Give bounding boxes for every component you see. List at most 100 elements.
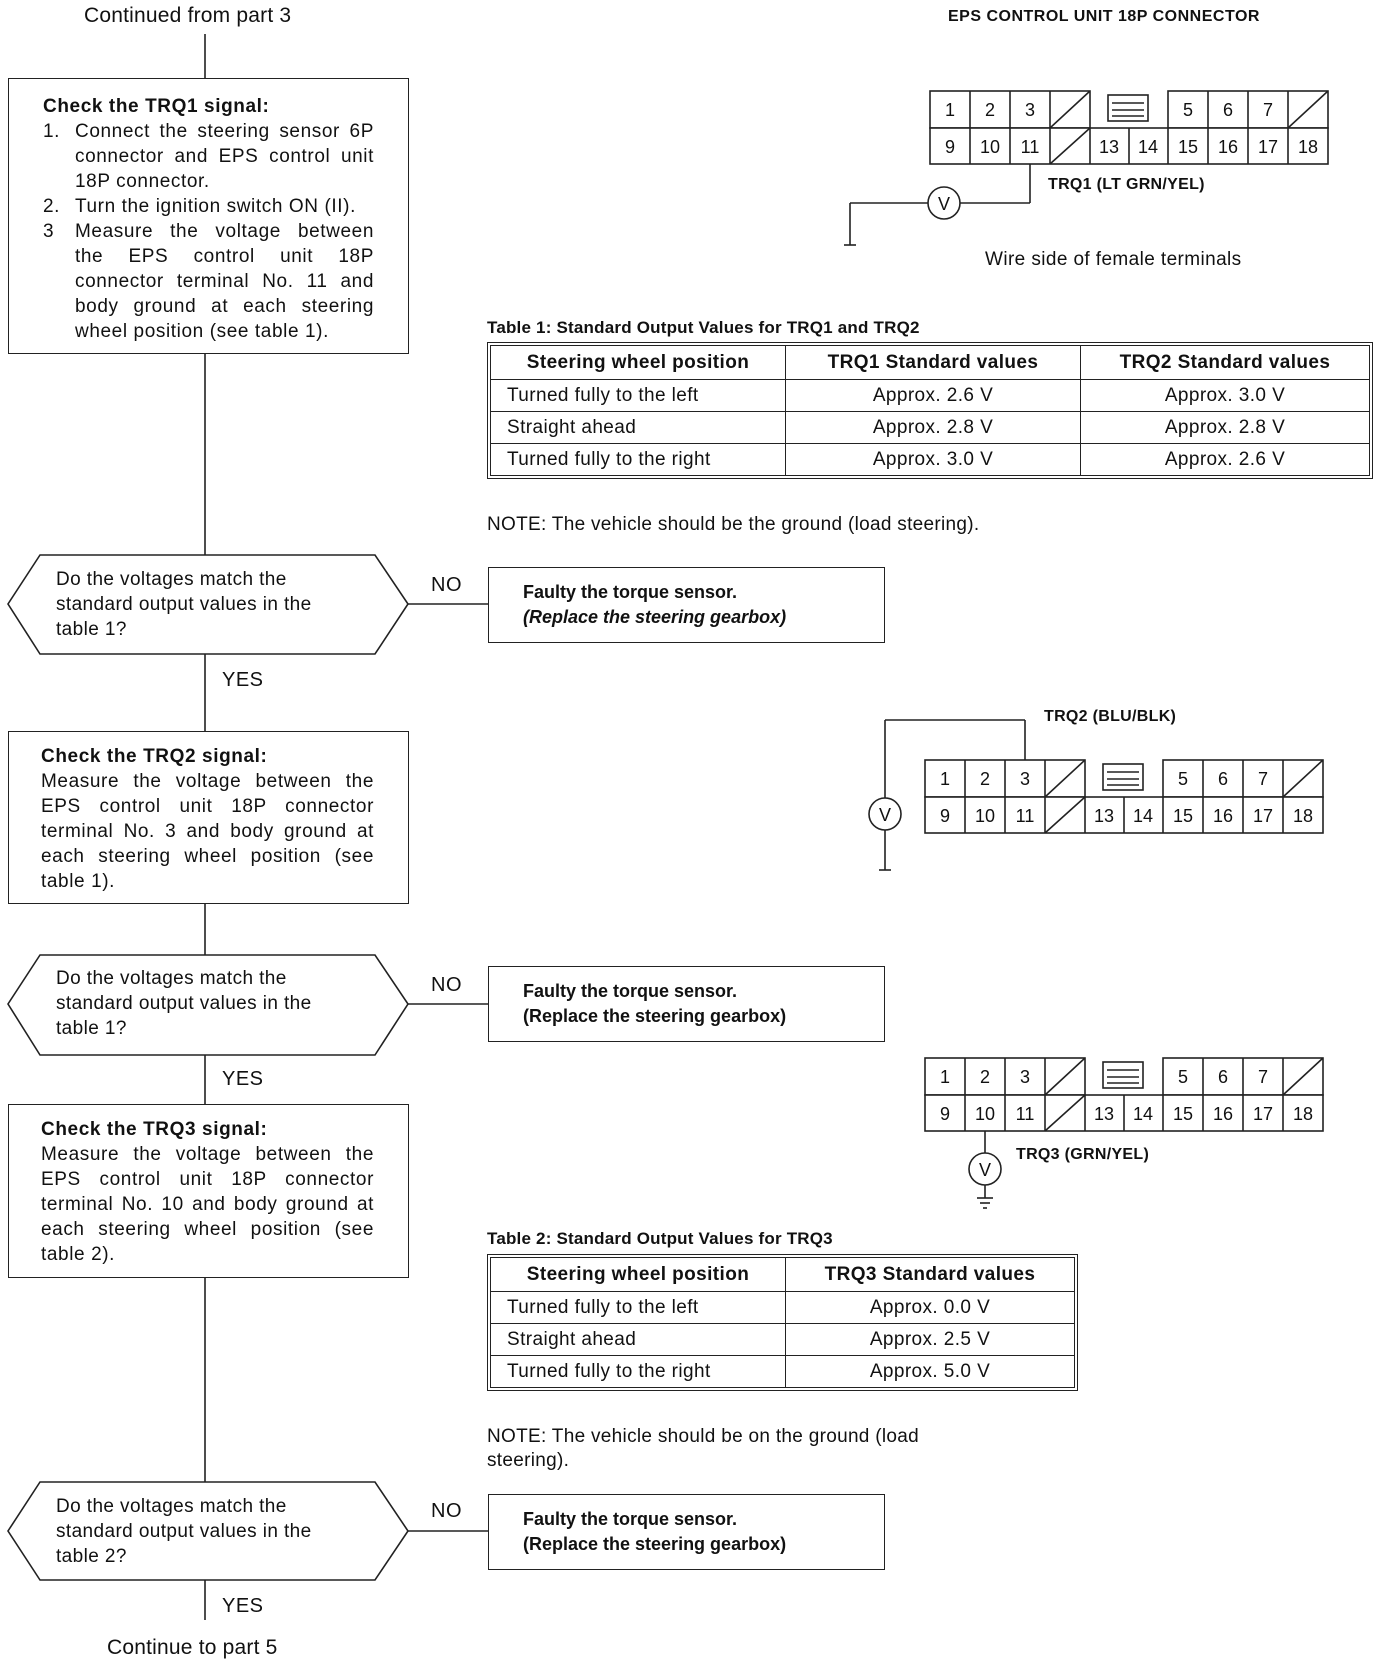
decision-3-shape [7, 1481, 409, 1581]
table2: Steering wheel position TRQ3 Standard va… [487, 1254, 1078, 1391]
svg-text:17: 17 [1253, 1104, 1273, 1124]
table-cell: Approx. 3.0 V [785, 443, 1081, 476]
svg-text:1: 1 [940, 769, 950, 789]
table-row: Turned fully to the right Approx. 5.0 V [490, 1355, 1075, 1388]
fault-action: (Replace the steering gearbox) [523, 607, 787, 627]
svg-text:14: 14 [1133, 1104, 1153, 1124]
step-text: Turn the ignition switch ON (II). [75, 196, 356, 217]
svg-text:9: 9 [945, 137, 955, 157]
trq1-wire-label: TRQ1 (LT GRN/YEL) [1048, 176, 1205, 193]
decision-3-no: NO [431, 1500, 462, 1522]
table1: Steering wheel position TRQ1 Standard va… [487, 342, 1373, 479]
connector-title: EPS CONTROL UNIT 18P CONNECTOR [948, 8, 1260, 25]
svg-text:11: 11 [1016, 1104, 1035, 1124]
fault-box-1: Faulty the torque sensor. (Replace the s… [488, 567, 885, 643]
svg-text:2: 2 [985, 100, 995, 120]
table-header-cell: TRQ1 Standard values [785, 345, 1081, 380]
decision-2-shape [7, 954, 409, 1056]
svg-text:14: 14 [1138, 137, 1158, 157]
table-cell: Straight ahead [490, 411, 786, 444]
check-trq3-box: Check the TRQ3 signal: Measure the volta… [8, 1104, 409, 1278]
table-cell: Approx. 2.5 V [785, 1323, 1075, 1356]
check-trq2-text: Measure the voltage between the EPS cont… [41, 771, 374, 892]
decision-3-yes: YES [222, 1595, 264, 1617]
wire-side-label: Wire side of female terminals [985, 249, 1242, 270]
trq2-wire-label: TRQ2 (BLU/BLK) [1044, 708, 1177, 725]
step-item: 1.Connect the steering sensor 6P connect… [43, 119, 374, 194]
check-trq1-box: Check the TRQ1 signal: 1.Connect the ste… [8, 78, 409, 354]
fault-action: (Replace the steering gearbox) [523, 1534, 787, 1554]
table-row: Turned fully to the right Approx. 3.0 V … [490, 443, 1370, 476]
fault-box-2: Faulty the torque sensor. (Replace the s… [488, 966, 885, 1042]
svg-text:6: 6 [1223, 100, 1233, 120]
table2-note: NOTE: The vehicle should be on the groun… [487, 1426, 920, 1471]
svg-text:14: 14 [1133, 806, 1153, 826]
table-row: Straight ahead Approx. 2.5 V [490, 1323, 1075, 1356]
table-cell: Turned fully to the left [490, 1291, 786, 1324]
check-trq3-title: Check the TRQ3 signal: [41, 1119, 268, 1140]
table-header-cell: Steering wheel position [490, 1257, 786, 1292]
svg-text:16: 16 [1213, 1104, 1233, 1124]
fault-line: Faulty the torque sensor. [523, 981, 738, 1001]
table-header-row: Steering wheel position TRQ3 Standard va… [490, 1257, 1075, 1292]
svg-text:15: 15 [1173, 806, 1193, 826]
table-row: Straight ahead Approx. 2.8 V Approx. 2.8… [490, 411, 1370, 444]
svg-text:7: 7 [1258, 1067, 1268, 1087]
svg-text:18: 18 [1298, 137, 1318, 157]
svg-text:13: 13 [1094, 806, 1114, 826]
table-cell: Approx. 2.6 V [785, 379, 1081, 412]
svg-text:16: 16 [1213, 806, 1233, 826]
check-trq2-title: Check the TRQ2 signal: [41, 746, 268, 767]
svg-text:5: 5 [1178, 769, 1188, 789]
table-cell: Approx. 0.0 V [785, 1291, 1075, 1324]
svg-text:16: 16 [1218, 137, 1238, 157]
decision-2-text: Do the voltages match the standard outpu… [56, 968, 312, 1039]
voltmeter-label: V [938, 194, 950, 214]
decision-2-yes: YES [222, 1068, 264, 1090]
decision-3-text: Do the voltages match the standard outpu… [56, 1496, 312, 1567]
svg-text:3: 3 [1025, 100, 1035, 120]
decision-1-text: Do the voltages match the standard outpu… [56, 569, 312, 640]
table1-caption: Table 1: Standard Output Values for TRQ1… [487, 318, 920, 337]
table-row: Turned fully to the left Approx. 0.0 V [490, 1291, 1075, 1324]
decision-2-no: NO [431, 974, 462, 996]
svg-text:5: 5 [1183, 100, 1193, 120]
svg-text:1: 1 [940, 1067, 950, 1087]
table-cell: Approx. 3.0 V [1080, 379, 1370, 412]
table-header-cell: TRQ2 Standard values [1080, 345, 1370, 380]
step-number: 2. [43, 196, 61, 217]
step-number: 1. [43, 121, 61, 142]
svg-text:18: 18 [1293, 1104, 1313, 1124]
svg-text:15: 15 [1173, 1104, 1193, 1124]
check-trq1-title: Check the TRQ1 signal: [43, 96, 270, 117]
svg-text:11: 11 [1016, 806, 1035, 826]
decision-1-no: NO [431, 574, 462, 596]
step-number: 3 [43, 221, 55, 242]
svg-text:17: 17 [1253, 806, 1273, 826]
table-cell: Approx. 2.8 V [1080, 411, 1370, 444]
check-trq2-box: Check the TRQ2 signal: Measure the volta… [8, 731, 409, 904]
table1-note: NOTE: The vehicle should be the ground (… [487, 514, 980, 535]
svg-text:10: 10 [975, 1104, 995, 1124]
continued-from-label: Continued from part 3 [84, 4, 292, 27]
table-cell: Turned fully to the right [490, 443, 786, 476]
table-cell: Straight ahead [490, 1323, 786, 1356]
check-trq1-steps: 1.Connect the steering sensor 6P connect… [43, 119, 374, 344]
svg-text:11: 11 [1021, 137, 1040, 157]
fault-box-3: Faulty the torque sensor. (Replace the s… [488, 1494, 885, 1570]
table-cell: Approx. 5.0 V [785, 1355, 1075, 1388]
svg-text:18: 18 [1293, 806, 1313, 826]
svg-text:9: 9 [940, 806, 950, 826]
table2-caption: Table 2: Standard Output Values for TRQ3 [487, 1229, 833, 1248]
svg-text:17: 17 [1258, 137, 1278, 157]
svg-text:10: 10 [975, 806, 995, 826]
svg-text:3: 3 [1020, 1067, 1030, 1087]
table-cell: Approx. 2.8 V [785, 411, 1081, 444]
